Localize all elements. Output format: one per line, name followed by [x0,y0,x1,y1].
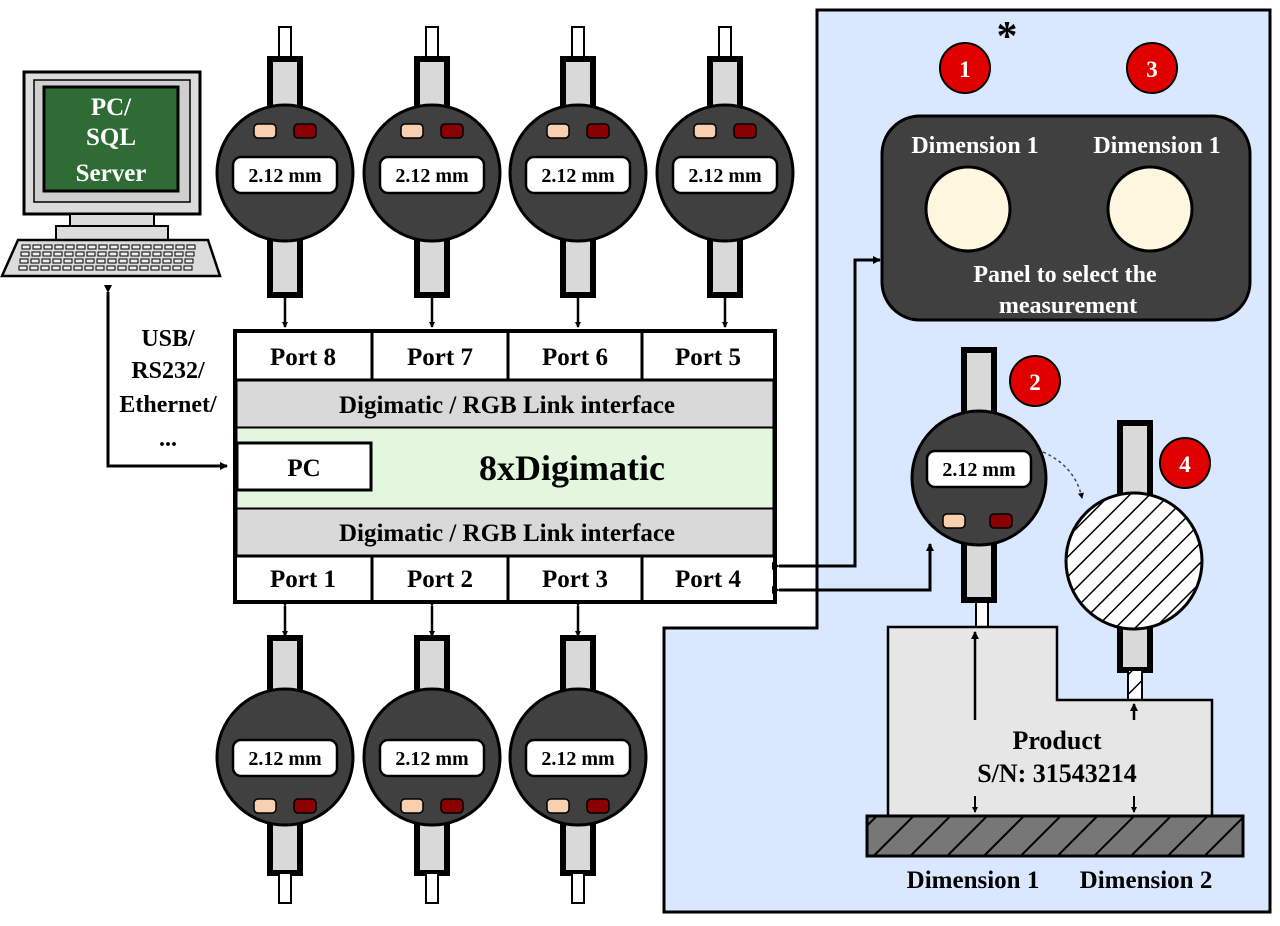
pc-screen [42,85,180,193]
interface-top-label: Digimatic / RGB Link interface [339,392,675,419]
badge-2: 2 [1009,355,1061,407]
port-1-label: Port 1 [270,566,336,593]
link-label-line-4: ... [159,426,177,452]
top-gauge-1-led-dark [293,123,317,139]
port-5-label: Port 5 [675,344,741,371]
base-plate [865,814,1245,858]
badge-3: 3 [1126,42,1178,94]
gauge-4-dotted-arrow [1042,451,1084,499]
hub-title: 8xDigimatic [479,448,665,488]
top-gauge-4-reading: 2.12 mm [688,165,762,187]
bottom-gauge-2-led-light [400,798,424,814]
product-name: Product [1012,726,1101,755]
asterisk-mark: * [997,14,1018,60]
port-4-label: Port 4 [675,566,741,593]
bottom-gauge-3-led-dark [586,798,610,814]
badge-4-label: 4 [1179,452,1191,477]
pc-port-box [235,441,373,492]
pc-screen-line-3: Server [76,160,147,187]
product-serial: S/N: 31543214 [977,759,1137,788]
bottom-gauge-1: 2.12 mm [215,635,355,904]
top-gauge-3-led-dark [586,123,610,139]
panel-gauge-2-reading: 2.12 mm [942,459,1016,481]
top-gauge-4: 2.12 mm [655,26,795,298]
dimension-1-select-button[interactable] [924,165,1012,253]
bottom-gauge-1-reading: 2.12 mm [248,748,322,770]
top-gauge-2: 2.12 mm [362,26,502,298]
bottom-gauge-1-led-dark [293,798,317,814]
top-gauge-3-reading: 2.12 mm [541,165,615,187]
pc-screen-line-1: PC/ [91,94,132,121]
port-6-label: Port 6 [542,344,608,371]
top-gauge-2-reading: 2.12 mm [395,165,469,187]
pc-link-arrow [104,285,228,470]
bottom-gauge-3-led-light [546,798,570,814]
top-gauge-3: 2.12 mm [508,26,648,298]
pc-computer: PC/ SQL Server [0,70,222,278]
panel-gauge-2: 2.12 mm [910,347,1048,629]
badge-4: 4 [1159,437,1211,489]
pc-port-label: PC [287,455,320,482]
bottom-gauge-3-reading: 2.12 mm [541,748,615,770]
panel-caption-line-1: Panel to select the [973,262,1157,288]
badge-1: 1 [939,42,991,94]
panel-caption-line-2: measurement [999,293,1137,319]
badge-2-label: 2 [1029,370,1041,395]
bottom-port-arrows [282,601,581,637]
dimension-2-select-button[interactable] [1106,165,1194,253]
port-8-label: Port 8 [270,344,336,371]
top-port-arrows [282,291,728,328]
panel-button-label-1: Dimension 1 [911,133,1038,159]
top-gauge-4-led-light [693,123,717,139]
link-label-line-1: USB/ [141,326,195,352]
dimension-1-label: Dimension 1 [907,867,1040,894]
port-3-label: Port 3 [542,566,608,593]
port4-to-gauge2-arrow [772,543,934,594]
badge-3-label: 3 [1146,57,1158,82]
bottom-gauge-1-led-light [253,798,277,814]
bottom-gauge-2-led-dark [440,798,464,814]
panel-gauge-4 [1042,420,1204,701]
interface-bottom-label: Digimatic / RGB Link interface [339,520,675,547]
panel-button-label-2: Dimension 1 [1093,133,1220,159]
bottom-gauge-2-reading: 2.12 mm [395,748,469,770]
port-2-label: Port 2 [407,566,473,593]
product-block: Product S/N: 31543214 [886,625,1214,818]
pc-screen-line-2: SQL [86,124,136,151]
top-gauge-3-led-light [546,123,570,139]
top-gauge-4-led-dark [733,123,757,139]
top-gauge-1: 2.12 mm [215,26,355,298]
port-7-label: Port 7 [407,344,473,371]
bottom-gauge-2: 2.12 mm [362,635,502,904]
top-gauge-2-led-dark [440,123,464,139]
top-gauge-2-led-light [400,123,424,139]
badge-1-label: 1 [959,57,971,82]
dimension-2-label: Dimension 2 [1080,867,1213,894]
selection-panel: Dimension 1 Dimension 1 Panel to select … [880,114,1252,322]
link-label-line-2: RS232/ [131,358,205,384]
top-gauge-1-led-light [253,123,277,139]
top-gauge-1-reading: 2.12 mm [248,165,322,187]
bottom-gauge-3: 2.12 mm [508,635,648,904]
link-label-line-3: Ethernet/ [119,392,217,418]
hub-8xdigimatic: Port 8 Port 7 Port 6 Port 5 Digimatic / … [233,329,777,604]
